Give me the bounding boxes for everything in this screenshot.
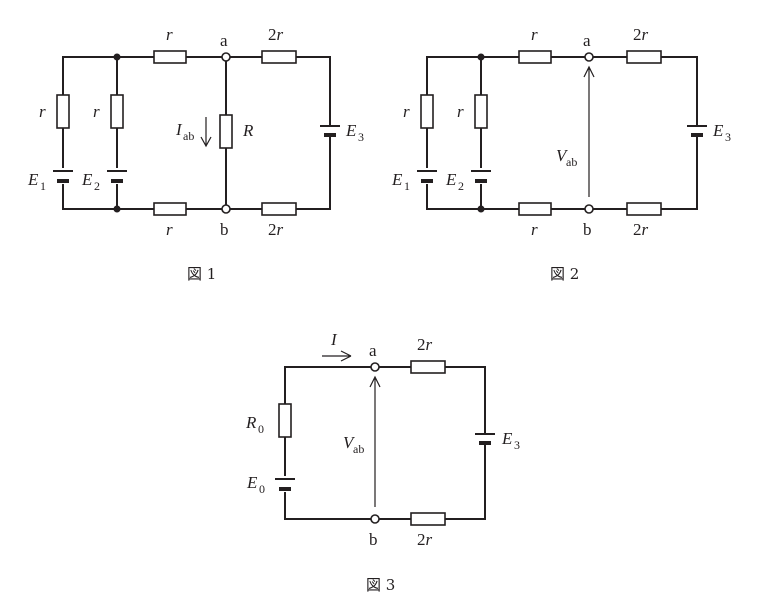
fig2-node-b [584, 204, 594, 214]
fig1-label-2r-top: 2r [268, 25, 284, 44]
fig1-resistor-left2 [110, 94, 124, 129]
fig3-current-arrow [322, 350, 352, 362]
fig2-label-E2-sub: 2 [458, 179, 464, 193]
fig1-resistor-top-2r [261, 50, 297, 64]
fig3-label-E3-sub: 3 [514, 438, 520, 452]
fig2-label-E1-sub: 1 [404, 179, 410, 193]
fig2-resistor-left1 [420, 94, 434, 129]
fig3-label-2r-top: 2r [417, 335, 433, 354]
figure-3: a b I 2r 2r R 0 E 0 V ab E 3 図 3 [245, 330, 520, 594]
fig3-label-a: a [369, 341, 377, 360]
figure-2: a b r 2r r 2r r r V ab E 1 E 2 E 3 図 2 [391, 25, 731, 283]
fig3-wire-top-right [378, 366, 486, 433]
fig1-node-a [221, 52, 231, 62]
fig2-label-r-left2: r [457, 102, 464, 121]
fig2-resistor-top-r [518, 50, 552, 64]
fig2-label-E3-sub: 3 [725, 130, 731, 144]
fig1-node-b [221, 204, 231, 214]
fig3-label-V: V [343, 433, 356, 452]
fig1-resistor-bottom-r [153, 202, 187, 216]
fig3-label-I: I [330, 330, 338, 349]
fig2-resistor-left2 [474, 94, 488, 129]
fig2-label-E1: E [391, 170, 403, 189]
fig2-resistor-bottom-r [518, 202, 552, 216]
fig1-wire-top-left [62, 56, 155, 96]
fig1-label-a: a [220, 31, 228, 50]
fig2-resistor-bottom-2r [626, 202, 662, 216]
fig1-label-I-sub: ab [183, 129, 194, 143]
fig3-label-E3: E [501, 429, 513, 448]
fig3-resistor-top-2r [410, 360, 446, 374]
fig3-resistor-R0 [278, 403, 292, 438]
fig2-label-2r-bottom: 2r [633, 220, 649, 239]
fig1-label-R: R [242, 121, 254, 140]
fig3-resistor-bottom-2r [410, 512, 446, 526]
fig2-label-r-bottom: r [531, 220, 538, 239]
fig1-label-r-left1: r [39, 102, 46, 121]
fig1-wire-right-lower [295, 135, 331, 210]
fig1-label-r-left2: r [93, 102, 100, 121]
fig3-label-E0: E [246, 473, 258, 492]
fig2-label-b: b [583, 220, 592, 239]
fig3-label-E0-sub: 0 [259, 482, 265, 496]
fig1-label-E2-sub: 2 [94, 179, 100, 193]
fig1-resistor-R [219, 114, 233, 149]
fig1-junction-top [113, 53, 121, 61]
fig2-label-V: V [556, 146, 569, 165]
fig1-caption: 図 1 [187, 265, 216, 283]
fig2-node-a [584, 52, 594, 62]
fig3-label-2r-bottom: 2r [417, 530, 433, 549]
fig1-label-E3-sub: 3 [358, 130, 364, 144]
fig2-caption: 図 2 [550, 265, 579, 283]
fig3-wire-right-lower [444, 443, 486, 520]
fig2-label-E2: E [445, 170, 457, 189]
fig2-label-V-sub: ab [566, 155, 577, 169]
fig3-label-R0-sub: 0 [258, 422, 264, 436]
fig2-label-r-left1: r [403, 102, 410, 121]
fig1-wire-top-right [229, 56, 331, 125]
fig2-wire-top-left [426, 56, 520, 96]
fig2-label-E3: E [712, 121, 724, 140]
fig3-label-V-sub: ab [353, 442, 364, 456]
fig1-label-E2: E [81, 170, 93, 189]
fig1-current-arrow [200, 117, 212, 148]
fig3-label-R0: R [245, 413, 257, 432]
fig2-junction-bottom [477, 205, 485, 213]
fig2-label-r-top: r [531, 25, 538, 44]
fig2-label-2r-top: 2r [633, 25, 649, 44]
fig2-wire-top-right [592, 56, 698, 125]
fig1-label-E1-sub: 1 [40, 179, 46, 193]
fig2-label-a: a [583, 31, 591, 50]
fig3-wire-bottom-left [284, 492, 372, 520]
fig1-label-b: b [220, 220, 229, 239]
fig1-label-r-top: r [166, 25, 173, 44]
fig1-label-I: I [175, 120, 183, 139]
fig2-junction-top [477, 53, 485, 61]
fig3-wire-top-left [284, 366, 372, 405]
fig1-junction-bottom [113, 205, 121, 213]
fig1-resistor-bottom-2r [261, 202, 297, 216]
fig3-node-b [370, 514, 380, 524]
fig3-label-b: b [369, 530, 378, 549]
fig1-label-E3: E [345, 121, 357, 140]
figure-1: a b r 2r r 2r r r R I ab E 1 E 2 E 3 図 1 [27, 25, 364, 283]
fig3-caption: 図 3 [366, 576, 395, 594]
fig1-resistor-top-r [153, 50, 187, 64]
fig2-wire-bottom-left [426, 184, 520, 210]
fig3-voltage-arrow [369, 375, 381, 507]
fig2-resistor-top-2r [626, 50, 662, 64]
fig1-label-r-bottom: r [166, 220, 173, 239]
fig2-wire-right-lower [660, 135, 698, 210]
fig1-label-2r-bottom: 2r [268, 220, 284, 239]
fig3-node-a [370, 362, 380, 372]
fig1-label-E1: E [27, 170, 39, 189]
fig1-resistor-left1 [56, 94, 70, 129]
fig2-voltage-arrow [583, 65, 595, 197]
fig1-wire-bottom-left [62, 184, 155, 210]
